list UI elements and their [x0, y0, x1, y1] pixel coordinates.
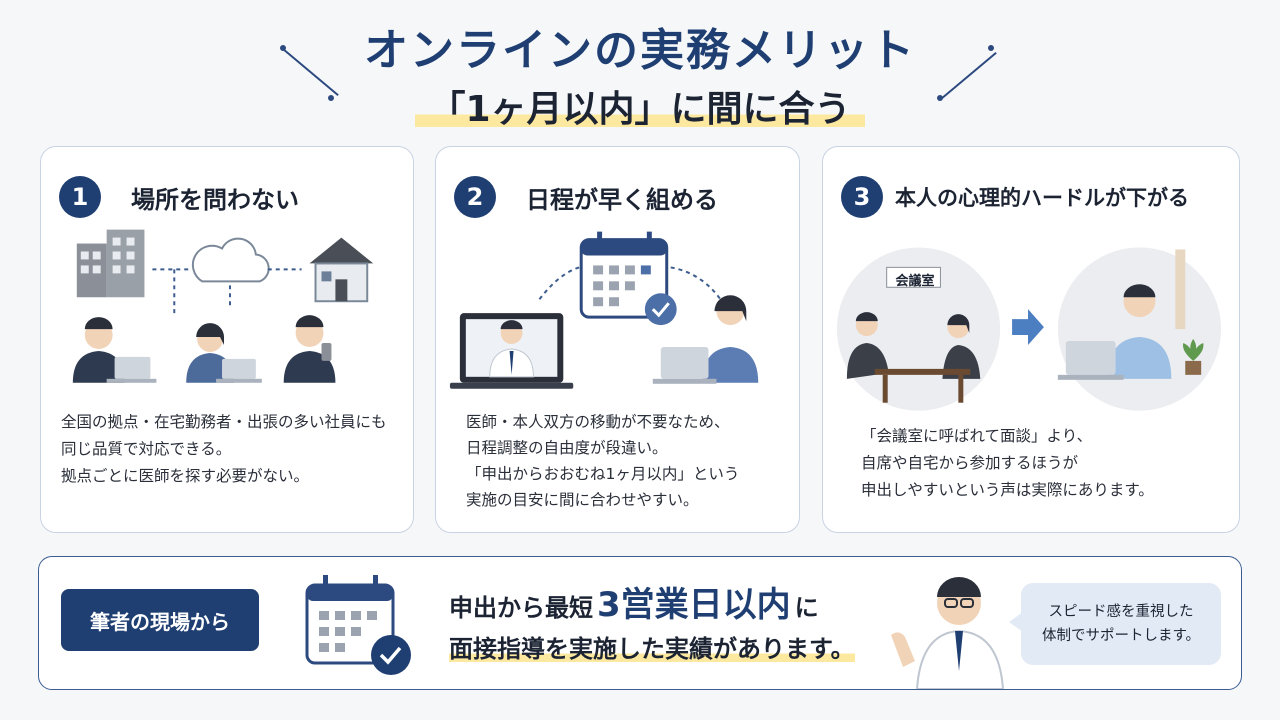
arrow-right-icon [1012, 309, 1044, 345]
cloud-icon [191, 237, 270, 283]
page-subtitle: 「1ヶ月以内」に間に合う [415, 80, 865, 132]
card-description: 全国の拠点・在宅勤務者・出張の多い社員にも 同じ品質で対応できる。 拠点ごとに医… [61, 413, 387, 485]
decor-dot-left-top [280, 45, 286, 51]
meeting-room-interview-icon [836, 247, 1001, 411]
decor-dot-right-top [988, 45, 994, 51]
scheduling-illustration [449, 231, 759, 389]
card-lower-barrier: 3 本人の心理的ハードルが下がる 会議室 「会議室に呼ばれて面談」より、 [822, 146, 1240, 533]
house-icon [309, 237, 374, 303]
card-number-badge: 1 [59, 176, 101, 218]
card-title: 場所を問わない [131, 185, 299, 214]
doctor-video-call-icon [449, 313, 574, 389]
achievement-emphasis: 3営業日以内 [597, 585, 791, 625]
psychological-barrier-illustration [836, 247, 1222, 411]
card-description: 医師・本人双方の移動が不要なため、 日程調整の自由度が段違い。 「申出からおおむ… [466, 413, 740, 509]
card-quick-scheduling: 2 日程が早く組める [435, 146, 800, 533]
calendar-check-icon [305, 575, 411, 675]
home-laptop-employee-icon [1057, 247, 1222, 411]
decor-dot-right-bottom [937, 95, 943, 101]
office-building-icon [76, 229, 145, 298]
room-sign: 会議室 [895, 274, 935, 289]
remote-worker-icon [186, 323, 262, 383]
office-remote-illustration [72, 229, 374, 383]
calendar-check-icon [579, 231, 677, 326]
achievement-line-2: 面接指導を実施した実績があります。 [449, 629, 855, 664]
card-location-free: 1 場所を問わない [40, 146, 414, 533]
decor-dot-left-bottom [328, 95, 334, 101]
card-description: 「会議室に呼ばれて面談」より、 自席や自宅から参加するほうが 申出しやすいという… [861, 427, 1154, 499]
page-subtitle-wrap: 「1ヶ月以内」に間に合う [0, 80, 1280, 132]
card-number-badge: 3 [841, 176, 883, 218]
doctor-icon [891, 577, 1005, 689]
card-number-badge: 2 [454, 176, 496, 218]
speech-bubble-tail [1009, 612, 1023, 632]
field-experience-tag: 筆者の現場から [61, 589, 259, 651]
card-header: 1 場所を問わない [59, 175, 403, 219]
office-worker-icon [72, 317, 157, 383]
traveling-worker-icon [283, 315, 336, 383]
card-header: 2 日程が早く組める [454, 175, 789, 219]
card-header: 3 本人の心理的ハードルが下がる [841, 175, 1229, 219]
speech-bubble: スピード感を重視した 体制でサポートします。 [1021, 583, 1221, 665]
page-title: オンラインの実務メリット [364, 25, 916, 76]
card-title: 日程が早く組める [526, 185, 718, 214]
card-title: 本人の心理的ハードルが下がる [895, 186, 1189, 210]
employee-laptop-icon [652, 295, 759, 384]
